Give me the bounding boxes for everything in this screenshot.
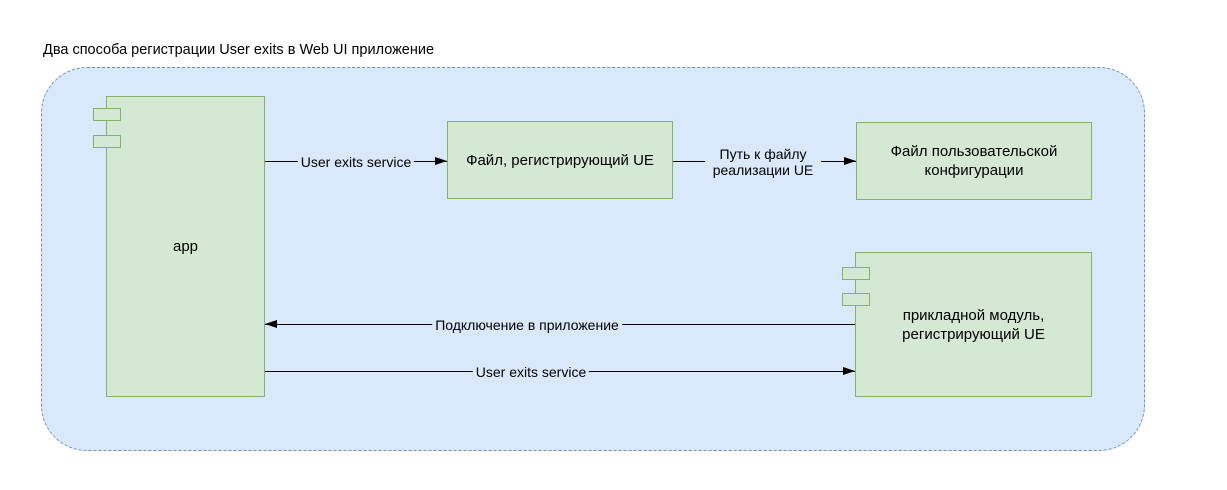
node-app-label: app	[172, 238, 199, 255]
arrowhead-right-icon	[435, 157, 447, 165]
component-icon	[842, 267, 870, 280]
edge-label-user-exits-service-top: User exits service	[297, 154, 415, 170]
edge-label-connect-to-app: Подключение в приложение	[432, 317, 622, 333]
arrowhead-left-icon	[265, 320, 277, 328]
diagram-title: Два способа регистрации User exits в Web…	[43, 42, 435, 58]
component-icon	[93, 108, 121, 121]
node-app: app	[93, 96, 265, 397]
edge-label-path-to-ue-file: Путь к файлу реализации UE	[705, 146, 821, 178]
node-file-registering-ue: Файл, регистрирующий UE	[447, 121, 673, 199]
component-icon	[93, 135, 121, 148]
node-applied-module: прикладной модуль, регистрирующий UE	[842, 252, 1092, 397]
arrowhead-right-icon	[843, 367, 855, 375]
node-user-config-file: Файл пользовательской конфигурации	[856, 122, 1092, 200]
edge-label-user-exits-service-bottom: User exits service	[472, 364, 590, 380]
node-file-registering-ue-label: Файл, регистрирующий UE	[466, 151, 654, 169]
component-icon	[842, 293, 870, 306]
node-applied-module-label: прикладной модуль, регистрирующий UE	[902, 306, 1045, 343]
arrowhead-right-icon	[844, 157, 856, 165]
node-user-config-file-label: Файл пользовательской конфигурации	[890, 143, 1058, 179]
